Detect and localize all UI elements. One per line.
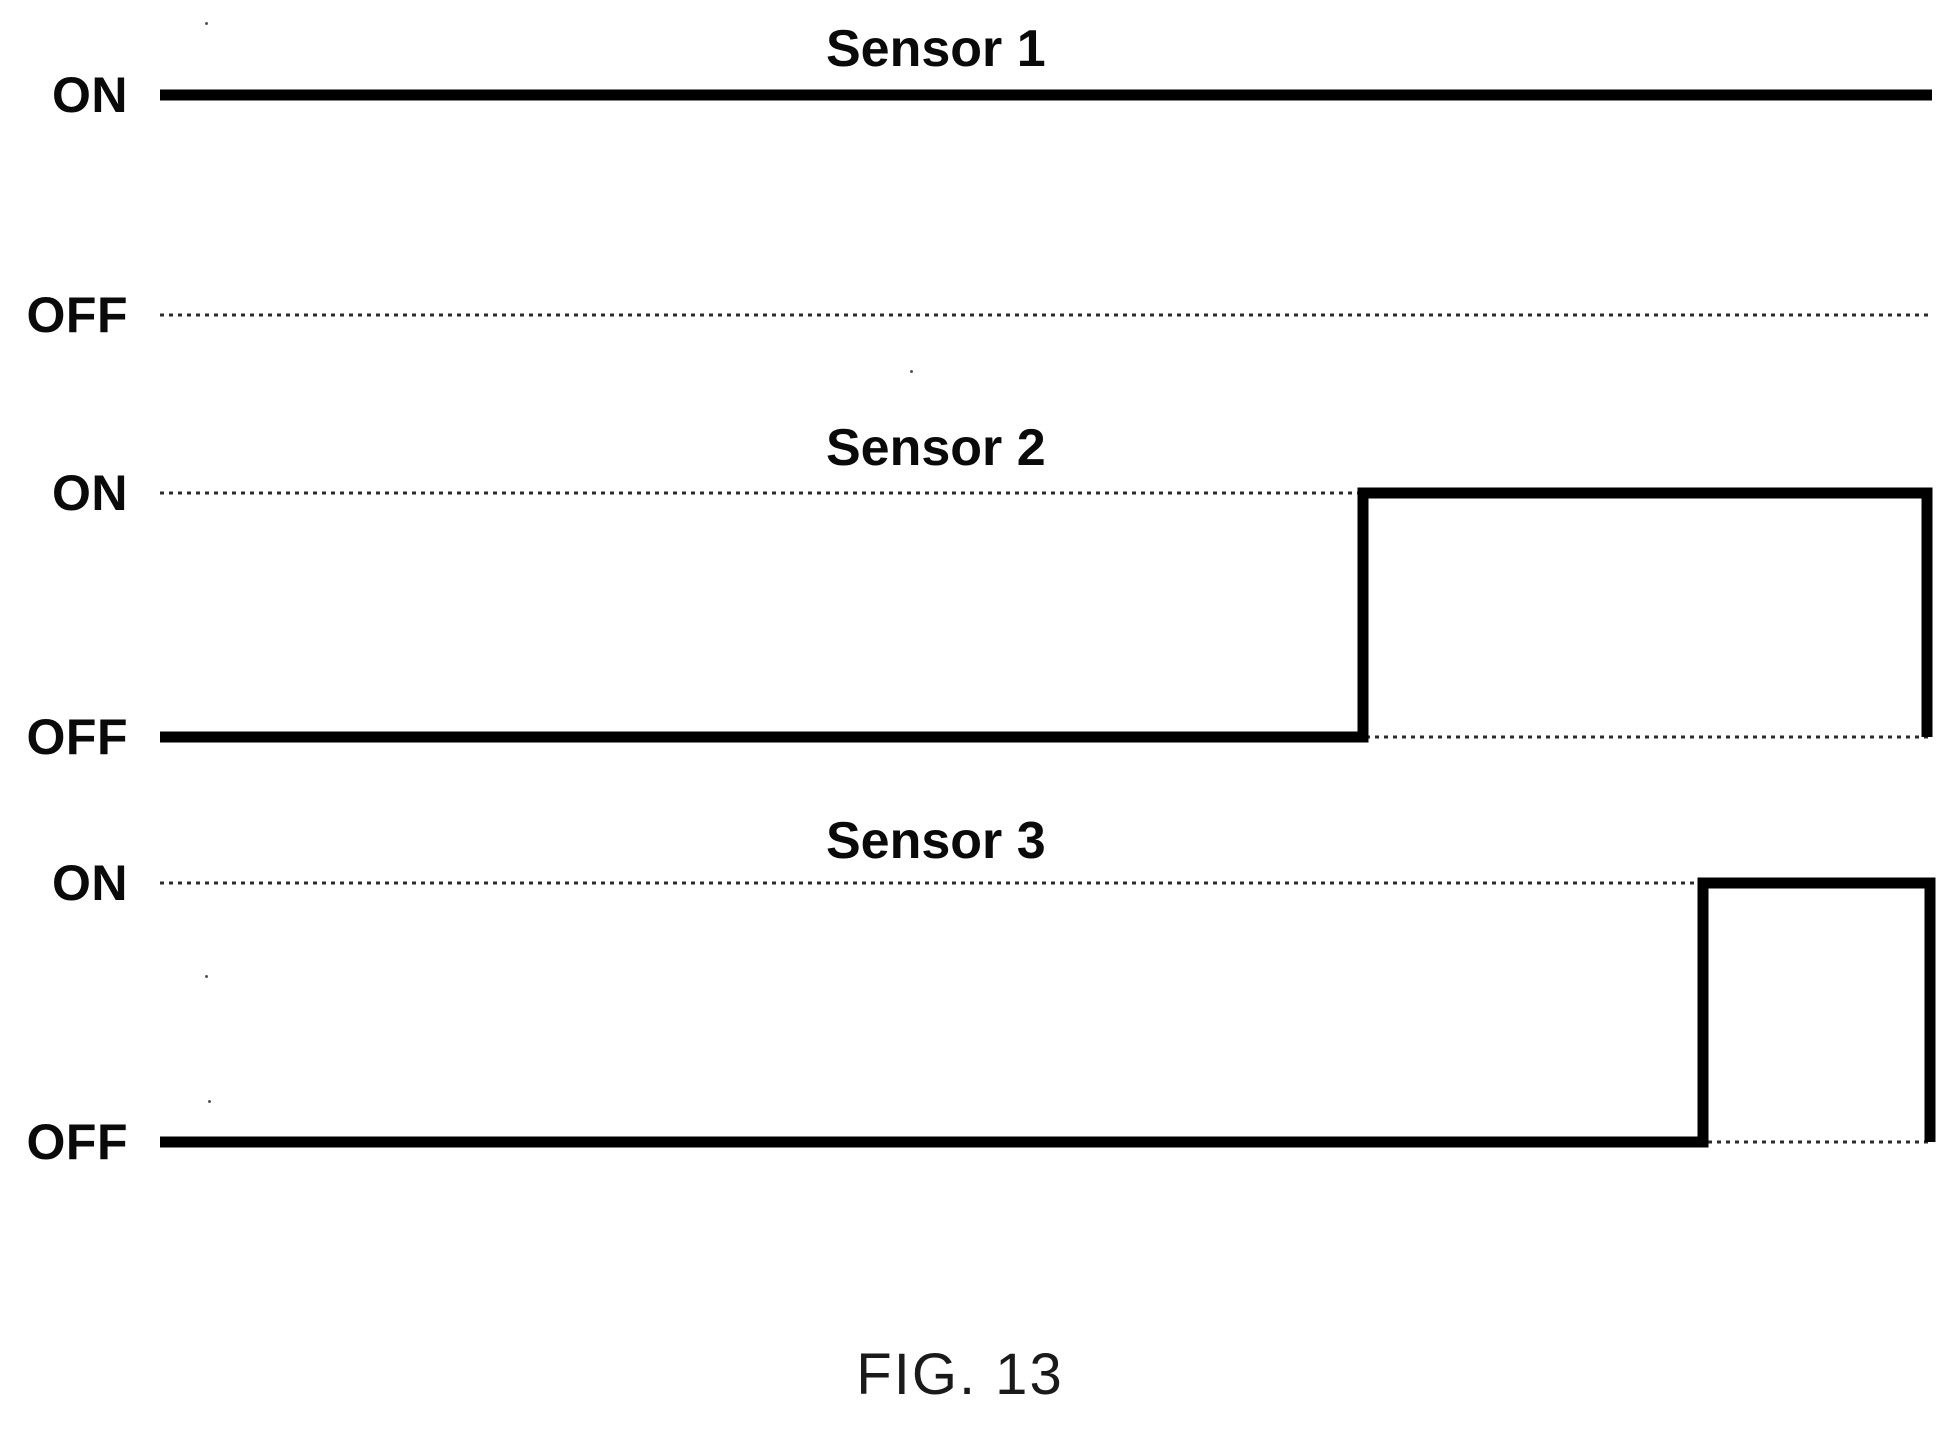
scan-speck <box>208 1100 211 1103</box>
sensor-1-title: Sensor 1 <box>826 20 1046 78</box>
sensor-2-title: Sensor 2 <box>826 419 1046 477</box>
sensor-3-title: Sensor 3 <box>826 812 1046 870</box>
sensor-2-signal <box>160 487 1933 743</box>
scan-speck <box>205 975 208 978</box>
sensor-3-trace <box>160 877 1936 1148</box>
scan-speck <box>910 370 913 373</box>
sensor-3-signal <box>160 877 1936 1148</box>
sensor-1-trace <box>160 89 1932 317</box>
sensor-2-trace <box>160 487 1933 743</box>
sensor-3-on-label: ON <box>52 855 128 911</box>
sensor-1-on-label: ON <box>52 67 128 123</box>
sensor-2-off-label: OFF <box>26 709 128 765</box>
scan-speck <box>205 22 208 25</box>
figure-caption: FIG. 13 <box>856 1342 1064 1407</box>
sensor-2-on-label: ON <box>52 465 128 521</box>
sensor-3-off-label: OFF <box>26 1114 128 1170</box>
sensor-1-off-label: OFF <box>26 287 128 343</box>
